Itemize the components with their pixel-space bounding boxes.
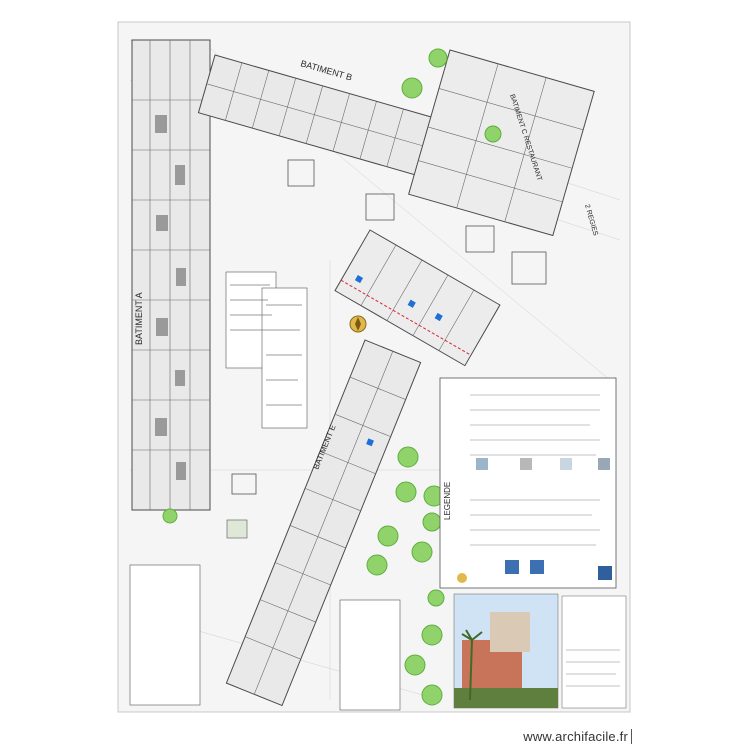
site-square xyxy=(365,193,395,221)
photo-inset xyxy=(453,593,627,709)
site-square xyxy=(465,225,495,253)
watermark: www.archifacile.fr xyxy=(523,729,632,744)
compass-icon xyxy=(349,315,367,333)
legend-panel: LEGENDE xyxy=(439,377,617,589)
marker-blue xyxy=(434,312,443,322)
annotation-text-lines xyxy=(230,284,302,406)
building-restaurant xyxy=(408,49,595,237)
central-block xyxy=(334,229,501,367)
marker-blue xyxy=(407,299,416,308)
legend-title: LEGENDE xyxy=(443,482,452,520)
site-square xyxy=(287,159,315,187)
site-square xyxy=(226,519,248,539)
trees xyxy=(162,48,502,706)
marker-blue xyxy=(354,274,364,284)
site-square xyxy=(511,251,547,285)
legend-symbols xyxy=(457,458,612,583)
building-a-label: BATIMENT A xyxy=(134,292,144,345)
marker-blue xyxy=(366,438,374,447)
building-e xyxy=(225,339,422,707)
building-a xyxy=(131,39,211,511)
site-square xyxy=(231,473,257,495)
